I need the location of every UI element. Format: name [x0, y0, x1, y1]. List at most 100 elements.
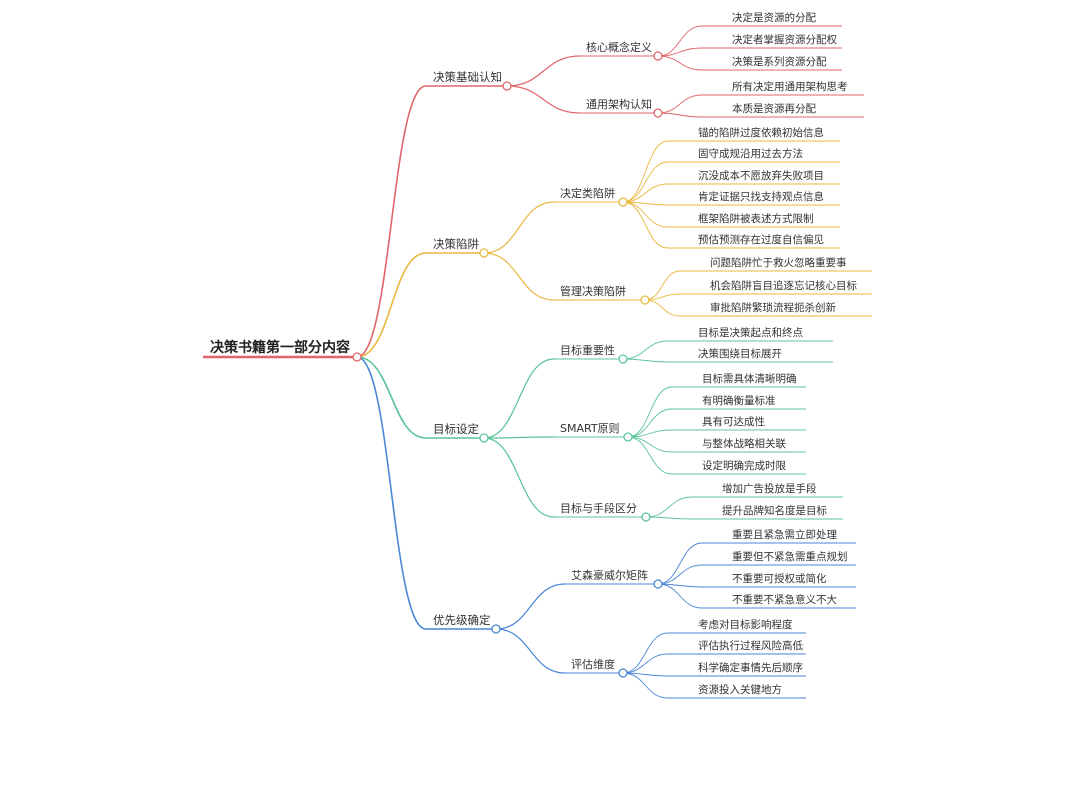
- leaf-topic[interactable]: 决定者掌握资源分配权: [732, 33, 837, 46]
- leaf-topic[interactable]: 决定是资源的分配: [732, 11, 816, 24]
- leaf-topic[interactable]: 具有可达成性: [702, 415, 765, 428]
- leaf-topic[interactable]: 本质是资源再分配: [732, 102, 816, 115]
- subtopic-connector: [495, 583, 566, 630]
- leaf-topic[interactable]: 机会陷阱盲目追逐忘记核心目标: [710, 279, 857, 292]
- subtopic-collapse-toggle[interactable]: [653, 579, 663, 589]
- mind-map-nodes: 决策书籍第一部分内容 决策基础认知 核心概念定义 决定是资源的分配决定者掌握资源分配权…: [210, 11, 857, 696]
- leaf-connector: [627, 386, 673, 438]
- subtopic[interactable]: 决定类陷阱: [560, 186, 615, 200]
- branch-collapse-toggle[interactable]: [479, 433, 489, 443]
- root-collapse-toggle[interactable]: [352, 352, 362, 362]
- leaf-connector: [657, 542, 703, 585]
- leaf-topic[interactable]: 预估预测存在过度自信偏见: [698, 233, 824, 246]
- branch-collapse-toggle[interactable]: [479, 248, 489, 258]
- subtopic-collapse-toggle[interactable]: [653, 51, 663, 61]
- branch-connector: [356, 85, 427, 358]
- branch-collapse-toggle[interactable]: [491, 624, 501, 634]
- leaf-connector: [657, 583, 703, 609]
- leaf-connector: [622, 358, 669, 363]
- subtopic-collapse-toggle[interactable]: [618, 354, 628, 364]
- subtopic[interactable]: 评估维度: [571, 657, 615, 671]
- leaf-topic[interactable]: 目标是决策起点和终点: [698, 326, 803, 339]
- leaf-connector: [627, 429, 673, 438]
- leaf-connector: [644, 270, 681, 301]
- leaf-connector: [657, 25, 703, 57]
- leaf-connector: [627, 436, 673, 475]
- root-topic[interactable]: 决策书籍第一部分内容: [210, 339, 350, 356]
- subtopic-connector: [483, 436, 555, 439]
- subtopic[interactable]: 目标重要性: [560, 343, 615, 357]
- leaf-connector: [657, 94, 703, 114]
- branch-topic[interactable]: 目标设定: [433, 422, 479, 436]
- subtopic-collapse-toggle[interactable]: [623, 432, 633, 442]
- leaf-topic[interactable]: 锚的陷阱过度依赖初始信息: [698, 126, 824, 139]
- subtopic[interactable]: 核心概念定义: [586, 40, 652, 54]
- leaf-connector: [622, 161, 669, 203]
- leaf-topic[interactable]: 增加广告投放是手段: [722, 482, 817, 495]
- subtopic-connector: [483, 201, 555, 254]
- subtopic-collapse-toggle[interactable]: [641, 512, 651, 522]
- leaf-connector: [622, 183, 669, 203]
- leaf-connector: [657, 564, 703, 585]
- leaf-topic[interactable]: 肯定证据只找支持观点信息: [698, 190, 824, 203]
- subtopic-collapse-toggle[interactable]: [618, 668, 628, 678]
- subtopic-collapse-toggle[interactable]: [618, 197, 628, 207]
- subtopic[interactable]: 目标与手段区分: [560, 501, 637, 515]
- leaf-topic[interactable]: 评估执行过程风险高低: [698, 639, 803, 652]
- subtopic[interactable]: 管理决策陷阱: [560, 284, 626, 298]
- subtopic-connector: [495, 628, 566, 674]
- subtopic-connector: [483, 358, 555, 439]
- branch-connector: [356, 356, 427, 439]
- leaf-topic[interactable]: 与整体战略相关联: [702, 437, 786, 450]
- subtopic-collapse-toggle[interactable]: [653, 108, 663, 118]
- leaf-topic[interactable]: 不重要可授权或简化: [732, 572, 827, 585]
- leaf-connector: [622, 340, 669, 360]
- leaf-connector: [657, 47, 703, 57]
- leaf-connector: [645, 496, 693, 518]
- subtopic[interactable]: 艾森豪威尔矩阵: [571, 568, 648, 582]
- leaf-topic[interactable]: 目标需具体清晰明确: [702, 372, 797, 385]
- leaf-topic[interactable]: 沉没成本不愿放弃失败项目: [698, 169, 824, 182]
- leaf-topic[interactable]: 决策是系列资源分配: [732, 55, 827, 68]
- branch-topic[interactable]: 决策基础认知: [433, 70, 502, 84]
- leaf-topic[interactable]: 有明确衡量标准: [702, 394, 776, 407]
- subtopic-connector: [483, 252, 555, 301]
- leaf-topic[interactable]: 固守成规沿用过去方法: [698, 147, 803, 160]
- leaf-connector: [622, 201, 669, 228]
- branch-topic[interactable]: 优先级确定: [433, 613, 491, 627]
- leaf-topic[interactable]: 问题陷阱忙于救火忽略重要事: [710, 256, 847, 269]
- subtopic[interactable]: SMART原则: [560, 422, 620, 435]
- branch-topic[interactable]: 决策陷阱: [433, 237, 479, 251]
- leaf-topic[interactable]: 提升品牌知名度是目标: [722, 504, 827, 517]
- leaf-connector: [622, 632, 669, 674]
- leaf-connector: [622, 140, 669, 203]
- subtopic-collapse-toggle[interactable]: [640, 295, 650, 305]
- leaf-topic[interactable]: 重要但不紧急需重点规划: [732, 550, 848, 563]
- leaf-topic[interactable]: 设定明确完成时限: [702, 459, 786, 472]
- leaf-connector: [622, 653, 669, 674]
- leaf-topic[interactable]: 决策围绕目标展开: [698, 347, 782, 360]
- branch-connector: [356, 356, 427, 630]
- leaf-topic[interactable]: 资源投入关键地方: [698, 683, 782, 696]
- leaf-topic[interactable]: 不重要不紧急意义不大: [732, 593, 837, 606]
- branch-collapse-toggle[interactable]: [502, 81, 512, 91]
- leaf-connector: [622, 201, 669, 249]
- leaf-topic[interactable]: 科学确定事情先后顺序: [698, 661, 803, 674]
- leaf-connector: [622, 672, 669, 699]
- subtopic[interactable]: 通用架构认知: [586, 97, 652, 111]
- leaf-topic[interactable]: 考虑对目标影响程度: [698, 618, 793, 631]
- leaf-topic[interactable]: 审批陷阱繁琐流程扼杀创新: [710, 301, 836, 314]
- leaf-topic[interactable]: 所有决定用通用架构思考: [732, 80, 848, 93]
- branch-connector: [356, 252, 427, 358]
- connector-lines: [203, 25, 872, 699]
- subtopic-connector: [506, 85, 581, 114]
- leaf-connector: [645, 516, 693, 520]
- leaf-connector: [644, 299, 681, 317]
- leaf-connector: [627, 436, 673, 453]
- leaf-connector: [627, 408, 673, 438]
- leaf-topic[interactable]: 重要且紧急需立即处理: [732, 528, 837, 541]
- leaf-connector: [657, 55, 703, 71]
- leaf-topic[interactable]: 框架陷阱被表述方式限制: [698, 212, 814, 225]
- subtopic-connector: [483, 437, 555, 518]
